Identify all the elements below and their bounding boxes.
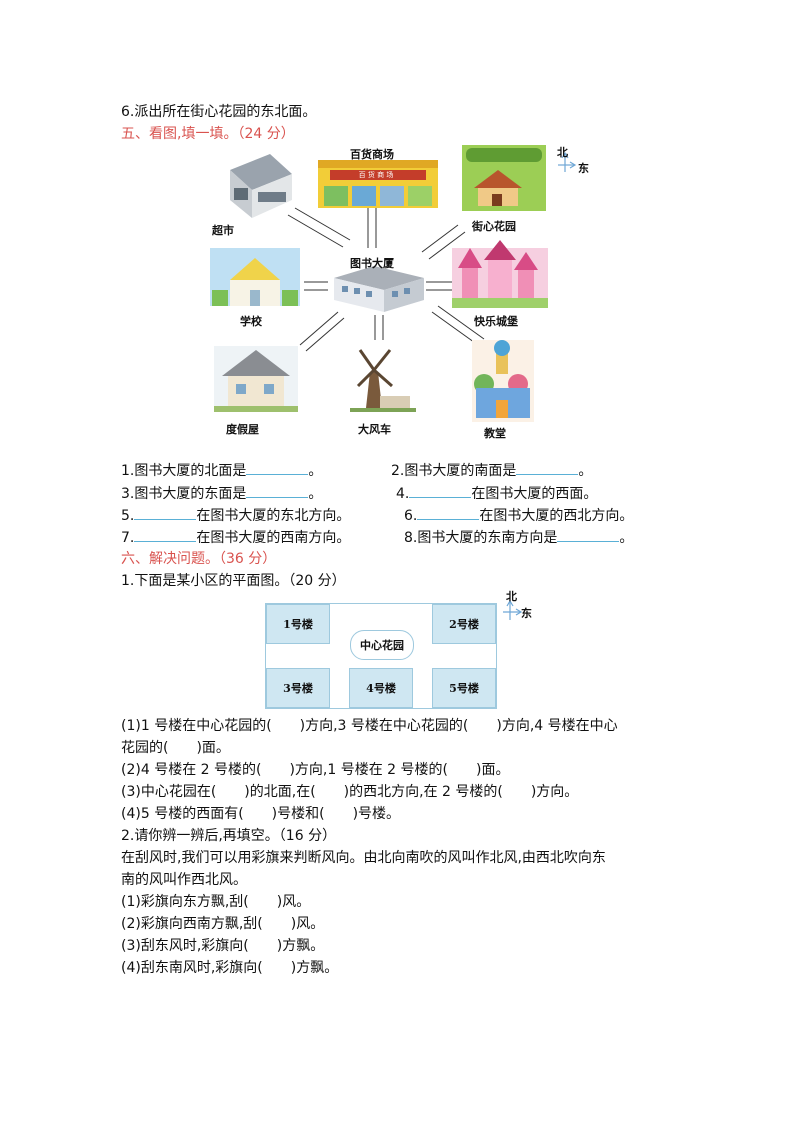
answer-blank[interactable] bbox=[246, 460, 309, 475]
building-1: 1号楼 bbox=[266, 604, 330, 644]
compass-east-label: 东 bbox=[578, 162, 589, 175]
school-picture bbox=[210, 248, 300, 306]
answer-blank[interactable] bbox=[516, 460, 579, 475]
label-church: 教堂 bbox=[484, 427, 506, 440]
compass-north-label: 北 bbox=[557, 146, 568, 159]
label-library: 图书大厦 bbox=[350, 257, 394, 270]
s5-question-3: 3.图书大厦的东面是。 bbox=[121, 483, 322, 504]
label-department-store: 百货商场 bbox=[350, 148, 394, 161]
s5-question-5: 5.在图书大厦的东北方向。 bbox=[121, 505, 350, 526]
holiday-house-picture bbox=[214, 346, 298, 412]
church-picture bbox=[472, 340, 534, 422]
s6-p2-q2: (2)彩旗向西南方飘,刮( )风。 bbox=[121, 916, 325, 932]
s5-question-6: 6.在图书大厦的西北方向。 bbox=[404, 505, 633, 526]
answer-blank[interactable] bbox=[246, 483, 309, 498]
s6-p2-q3: (3)刮东风时,彩旗向( )方飘。 bbox=[121, 938, 325, 954]
department-store-picture bbox=[318, 160, 438, 208]
central-garden: 中心花园 bbox=[350, 630, 414, 660]
building-5: 5号楼 bbox=[432, 668, 496, 708]
plan-east-label: 东 bbox=[521, 607, 532, 620]
building-2: 2号楼 bbox=[432, 604, 496, 644]
s6-p1-q4: (4)5 号楼的西面有( )号楼和( )号楼。 bbox=[121, 806, 401, 822]
label-supermarket: 超市 bbox=[212, 224, 234, 237]
street-garden-picture bbox=[462, 145, 546, 211]
library-picture bbox=[334, 266, 424, 312]
s5-question-8: 8.图书大厦的东南方向是。 bbox=[404, 527, 633, 548]
answer-blank[interactable] bbox=[134, 527, 197, 542]
label-happy-castle: 快乐城堡 bbox=[474, 315, 518, 328]
section6-title: 六、解决问题。（36 分） bbox=[121, 551, 277, 567]
building-4: 4号楼 bbox=[349, 668, 413, 708]
label-school: 学校 bbox=[240, 315, 262, 328]
s5-question-1: 1.图书大厦的北面是。 bbox=[121, 460, 322, 481]
s6-p2-q4: (4)刮东南风时,彩旗向( )方飘。 bbox=[121, 960, 339, 976]
s5-question-4: 4.在图书大厦的西面。 bbox=[396, 483, 597, 504]
plan-compass-icon bbox=[503, 599, 523, 620]
s6-p2-intro-b: 南的风叫作西北风。 bbox=[121, 872, 247, 888]
compass-arrow-icon bbox=[558, 151, 577, 172]
s6-problem1-title: 1.下面是某小区的平面图。（20 分） bbox=[121, 573, 346, 589]
answer-blank[interactable] bbox=[557, 527, 620, 542]
s6-p2-intro-a: 在刮风时,我们可以用彩旗来判断风向。由北向南吹的风叫作北风,由西北吹向东 bbox=[121, 850, 606, 866]
windmill-picture bbox=[350, 349, 416, 412]
label-windmill: 大风车 bbox=[358, 423, 391, 436]
s6-p1-q2: (2)4 号楼在 2 号楼的( )方向,1 号楼在 2 号楼的( )面。 bbox=[121, 762, 510, 778]
s6-p1-q1a: (1)1 号楼在中心花园的( )方向,3 号楼在中心花园的( )方向,4 号楼在… bbox=[121, 718, 618, 734]
s6-p1-q3: (3)中心花园在( )的北面,在( )的西北方向,在 2 号楼的( )方向。 bbox=[121, 784, 579, 800]
section5-title: 五、看图,填一填。（24 分） bbox=[121, 126, 295, 142]
s6-p2-q1: (1)彩旗向东方飘,刮( )风。 bbox=[121, 894, 311, 910]
label-holiday-house: 度假屋 bbox=[226, 423, 259, 436]
supermarket-picture bbox=[230, 154, 292, 218]
s6-p1-q1b: 花园的( )面。 bbox=[121, 740, 230, 756]
s6-problem2-title: 2.请你辨一辨后,再填空。（16 分） bbox=[121, 828, 337, 844]
building-3: 3号楼 bbox=[266, 668, 330, 708]
s5-question-2: 2.图书大厦的南面是。 bbox=[391, 460, 592, 481]
plan-north-label: 北 bbox=[506, 590, 517, 603]
intro-item: 6.派出所在街心花园的东北面。 bbox=[121, 104, 317, 120]
happy-castle-picture bbox=[452, 240, 548, 308]
label-street-garden: 街心花园 bbox=[472, 220, 516, 233]
answer-blank[interactable] bbox=[134, 505, 197, 520]
answer-blank[interactable] bbox=[409, 483, 472, 498]
connector-lines bbox=[287, 205, 485, 352]
store-sign-text: 百 货 商 场 bbox=[359, 170, 394, 179]
s5-question-7: 7.在图书大厦的西南方向。 bbox=[121, 527, 350, 548]
answer-blank[interactable] bbox=[417, 505, 480, 520]
direction-map-figure: 百 货 商 场 bbox=[210, 145, 577, 422]
